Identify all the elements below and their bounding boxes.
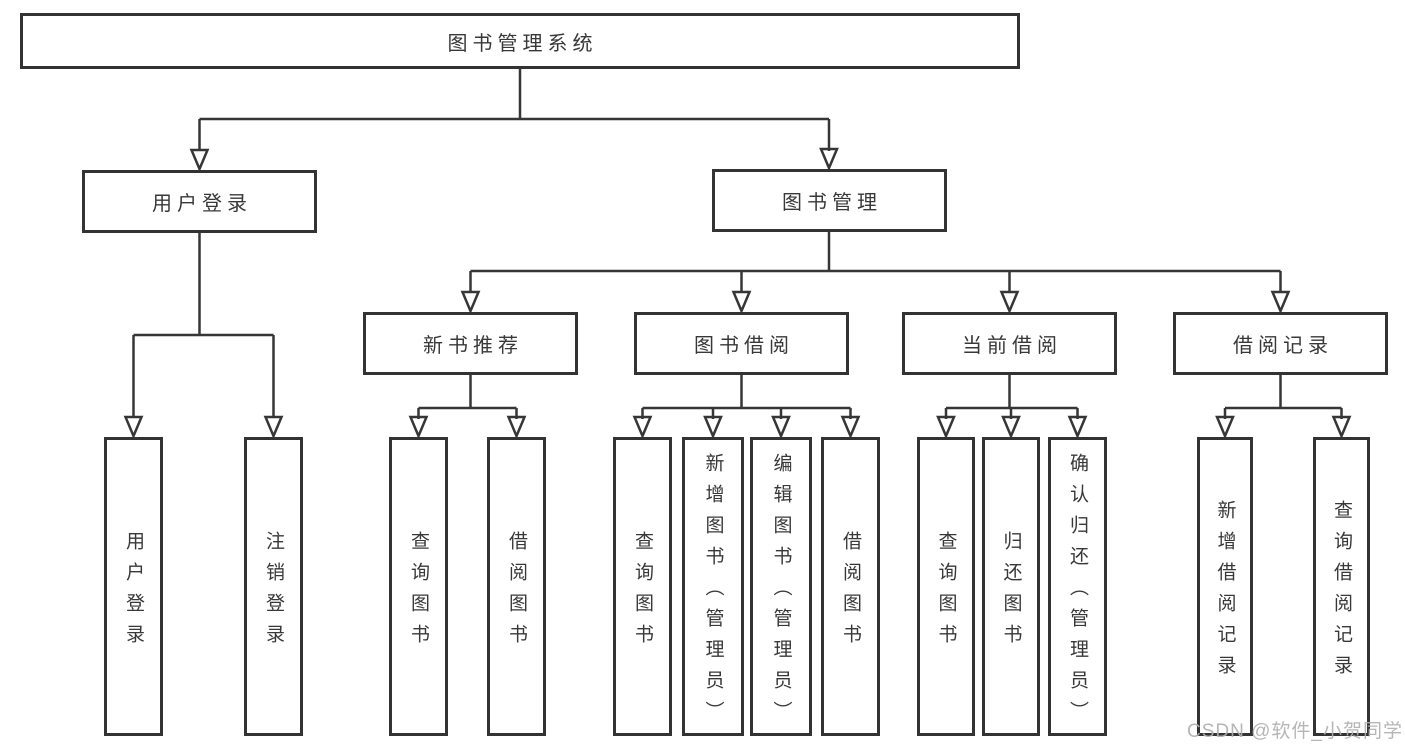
node-user-login: 用户登录 — [82, 170, 317, 233]
node-label: 查询图书 — [408, 530, 429, 655]
node-leaf-edit-books-admin: 编辑图书（管理员） — [750, 437, 812, 736]
node-label: 注销登录 — [263, 530, 284, 655]
node-current-borrow: 当前借阅 — [902, 312, 1117, 375]
node-label: 归还图书 — [1000, 530, 1022, 655]
node-leaf-add-books-admin: 新增图书（管理员） — [682, 437, 744, 736]
node-label: 查询图书 — [632, 530, 653, 655]
node-label: 编辑图书（管理员） — [770, 453, 792, 732]
node-leaf-query-books-borrow: 查询图书 — [613, 437, 672, 736]
node-label: 新增借阅记录 — [1214, 499, 1236, 686]
node-label: 当前借阅 — [962, 335, 1062, 357]
node-label: 图书借阅 — [694, 335, 794, 357]
node-leaf-add-borrow-record: 新增借阅记录 — [1197, 437, 1253, 736]
node-leaf-query-books-recommend: 查询图书 — [389, 437, 448, 736]
node-leaf-query-books-current: 查询图书 — [917, 437, 975, 736]
node-label: 查询借阅记录 — [1331, 499, 1352, 686]
node-book-borrow: 图书借阅 — [634, 312, 849, 375]
node-leaf-borrow-books: 借阅图书 — [821, 437, 880, 736]
node-leaf-return-books: 归还图书 — [982, 437, 1040, 736]
node-label: 新书推荐 — [423, 335, 523, 357]
csdn-watermark: CSDN @软件_小贺同学 — [1187, 721, 1403, 742]
node-library-management-system: 图书管理系统 — [20, 13, 1020, 69]
node-label: 借阅图书 — [506, 530, 527, 655]
node-borrow-records: 借阅记录 — [1173, 312, 1388, 375]
node-label: 图书管理系统 — [447, 32, 598, 55]
node-label: 确认归还（管理员） — [1067, 453, 1088, 732]
node-label: 图书管理 — [782, 192, 882, 214]
node-leaf-logout: 注销登录 — [244, 437, 303, 736]
node-leaf-user-login: 用户登录 — [104, 437, 163, 736]
node-new-book-recommend: 新书推荐 — [363, 312, 578, 375]
node-leaf-confirm-return-admin: 确认归还（管理员） — [1048, 437, 1107, 736]
node-label: 用户登录 — [152, 193, 252, 215]
node-leaf-borrow-books-recommend: 借阅图书 — [487, 437, 546, 736]
node-label: 用户登录 — [123, 530, 144, 655]
node-book-management: 图书管理 — [712, 169, 947, 232]
node-label: 借阅图书 — [840, 530, 861, 655]
node-label: 新增图书（管理员） — [702, 453, 724, 732]
node-leaf-query-borrow-record: 查询借阅记录 — [1313, 437, 1370, 736]
node-label: 借阅记录 — [1233, 335, 1333, 357]
node-label: 查询图书 — [935, 530, 957, 655]
